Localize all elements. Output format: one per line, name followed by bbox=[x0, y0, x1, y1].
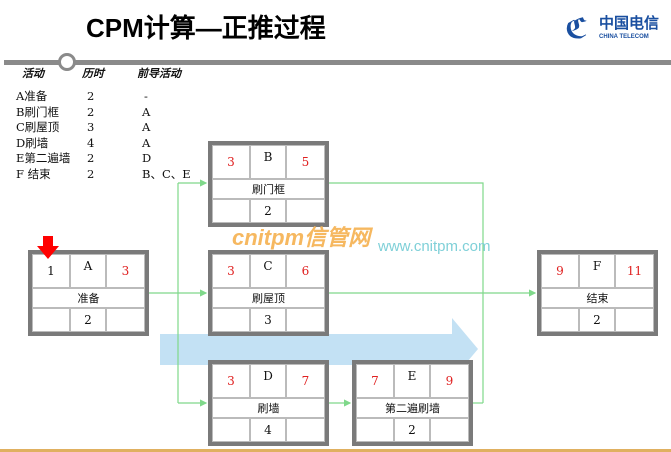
activity-name: D刷墙 bbox=[16, 135, 49, 150]
earliest-finish: 7 bbox=[286, 364, 325, 398]
activity-duration: 2 bbox=[87, 104, 95, 119]
col-duration: 历时 bbox=[82, 67, 104, 80]
blank-cell bbox=[541, 308, 579, 332]
activity-name: F 结束 bbox=[16, 166, 51, 181]
activity-label: 刷墙 bbox=[212, 398, 325, 418]
activity-predecessor: A bbox=[142, 135, 151, 150]
activity-predecessor: A bbox=[142, 104, 151, 119]
telecom-logo-icon: ℭ bbox=[565, 12, 588, 45]
activity-name: A准备 bbox=[16, 89, 48, 103]
activity-duration: 2 bbox=[87, 151, 95, 165]
blank-cell bbox=[212, 308, 250, 332]
blank-cell bbox=[615, 308, 654, 332]
earliest-start: 3 bbox=[212, 364, 250, 398]
blank-cell bbox=[212, 199, 250, 223]
duration: 2 bbox=[579, 308, 615, 332]
blank-cell bbox=[430, 418, 469, 442]
activity-duration: 2 bbox=[87, 166, 95, 181]
activity-name: B刷门框 bbox=[16, 104, 59, 119]
earliest-start: 3 bbox=[212, 254, 250, 288]
activity-duration: 2 bbox=[87, 89, 95, 103]
earliest-finish: 9 bbox=[430, 364, 469, 398]
duration: 4 bbox=[250, 418, 286, 442]
china-telecom-logo: ℭ 中国电信 CHINA TELECOM bbox=[565, 12, 665, 48]
footer-line bbox=[0, 449, 671, 452]
activity-duration: 4 bbox=[87, 135, 95, 150]
earliest-start: 3 bbox=[212, 145, 250, 179]
activity-predecessor: B、C、E bbox=[142, 166, 191, 181]
duration: 3 bbox=[250, 308, 286, 332]
watermark-url: www.cnitpm.com bbox=[378, 238, 491, 255]
activity-predecessor: - bbox=[144, 89, 148, 103]
blank-cell bbox=[32, 308, 70, 332]
red-down-arrow-icon bbox=[37, 236, 59, 259]
connector-b-f bbox=[328, 182, 484, 403]
header-divider bbox=[4, 60, 671, 65]
activity-label: 第二遍刷墙 bbox=[356, 398, 469, 418]
blank-cell bbox=[286, 199, 325, 223]
earliest-start: 9 bbox=[541, 254, 579, 288]
activity-label: 准备 bbox=[32, 288, 145, 308]
blank-cell bbox=[286, 418, 325, 442]
page-title: CPM计算—正推过程 bbox=[86, 13, 326, 43]
divider-circle bbox=[58, 53, 76, 71]
activity-id: F bbox=[579, 254, 615, 288]
activity-id: E bbox=[394, 364, 430, 398]
blank-cell bbox=[106, 308, 145, 332]
activity-name: E第二遍墙 bbox=[16, 151, 71, 165]
earliest-finish: 6 bbox=[286, 254, 325, 288]
activity-label: 结束 bbox=[541, 288, 654, 308]
earliest-finish: 11 bbox=[615, 254, 654, 288]
earliest-finish: 3 bbox=[106, 254, 145, 288]
col-predecessor: 前导活动 bbox=[137, 67, 181, 80]
activity-name: C刷屋顶 bbox=[16, 120, 60, 134]
activity-id: B bbox=[250, 145, 286, 179]
activity-label: 刷屋顶 bbox=[212, 288, 325, 308]
activity-id: A bbox=[70, 254, 106, 288]
duration: 2 bbox=[250, 199, 286, 223]
watermark-brand: cnitpm信管网 bbox=[232, 225, 371, 250]
activity-label: 刷门框 bbox=[212, 179, 325, 199]
activity-id: C bbox=[250, 254, 286, 288]
activity-id: D bbox=[250, 364, 286, 398]
logo-en: CHINA TELECOM bbox=[599, 34, 649, 40]
activity-predecessor: A bbox=[142, 120, 151, 134]
blank-cell bbox=[286, 308, 325, 332]
blank-cell bbox=[356, 418, 394, 442]
activity-predecessor: D bbox=[142, 151, 152, 165]
blank-cell bbox=[212, 418, 250, 442]
duration: 2 bbox=[70, 308, 106, 332]
earliest-start: 7 bbox=[356, 364, 394, 398]
earliest-finish: 5 bbox=[286, 145, 325, 179]
col-activity: 活动 bbox=[22, 67, 44, 80]
connector-a-split bbox=[148, 183, 179, 403]
logo-zh: 中国电信 bbox=[599, 14, 660, 32]
duration: 2 bbox=[394, 418, 430, 442]
activity-duration: 3 bbox=[87, 120, 95, 134]
